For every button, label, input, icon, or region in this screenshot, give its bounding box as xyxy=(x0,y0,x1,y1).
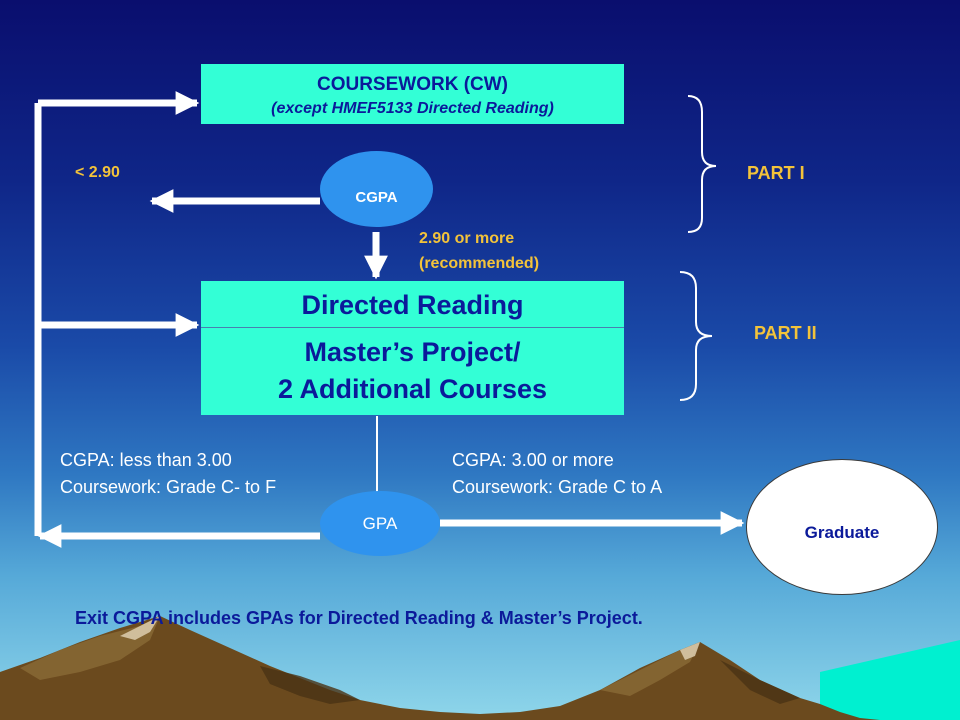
coursework-box: COURSEWORK (CW) (except HMEF5133 Directe… xyxy=(201,64,624,124)
sea xyxy=(820,640,960,720)
additional-courses-label: 2 Additional Courses xyxy=(277,374,548,404)
cgpa-decision-node: CGPA xyxy=(320,151,433,227)
coursework-subtitle: (except HMEF5133 Directed Reading) xyxy=(271,100,554,117)
gpa-fail-line2: Coursework: Grade C- to F xyxy=(60,477,277,497)
stage-two-divider xyxy=(201,327,624,328)
gpa-decision-node: GPA xyxy=(320,491,440,556)
cgpa-label: CGPA xyxy=(355,189,398,206)
directed-reading-label: Directed Reading xyxy=(301,290,524,320)
masters-project-label: Master’s Project/ xyxy=(304,337,521,367)
gpa-pass-criteria: CGPA: 3.00 or more Coursework: Grade C t… xyxy=(452,447,662,501)
cgpa-pass-label: 2.90 or more (recommended) xyxy=(419,226,539,276)
part-two-label: PART II xyxy=(754,323,817,343)
part-one-brace xyxy=(687,95,717,233)
gpa-pass-line1: CGPA: 3.00 or more xyxy=(452,450,614,470)
footer-note: Exit CGPA includes GPAs for Directed Rea… xyxy=(75,608,643,628)
mountain-range xyxy=(0,616,880,720)
gpa-fail-criteria: CGPA: less than 3.00 Coursework: Grade C… xyxy=(60,447,276,501)
gpa-pass-line2: Coursework: Grade C to A xyxy=(452,477,663,497)
stage-two-box: Directed Reading Master’s Project/ 2 Add… xyxy=(201,281,624,415)
graduate-node: Graduate xyxy=(746,459,938,595)
cgpa-pass-label-line2: (recommended) xyxy=(419,255,540,272)
coursework-title: COURSEWORK (CW) xyxy=(316,74,509,95)
feedback-loop-arrows xyxy=(34,91,200,536)
cgpa-pass-label-line1: 2.90 or more xyxy=(419,230,515,247)
part-one-label: PART I xyxy=(747,163,805,183)
cgpa-fail-label: < 2.90 xyxy=(75,164,120,181)
graduate-label: Graduate xyxy=(804,523,880,542)
gpa-fail-line1: CGPA: less than 3.00 xyxy=(60,450,232,470)
gpa-label: GPA xyxy=(362,514,398,533)
part-two-brace xyxy=(679,271,713,401)
